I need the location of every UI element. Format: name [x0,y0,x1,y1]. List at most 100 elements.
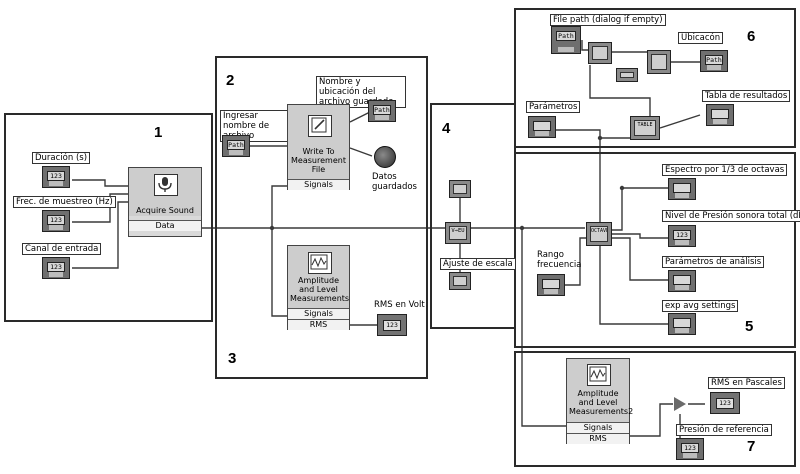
label-rms-pascales: RMS en Pascales [708,377,785,389]
numeric-display: 123 [681,443,699,453]
wire-to-amp [271,228,287,317]
cluster-display [542,279,560,289]
label-datos-guardados: Datos guardados [372,172,417,192]
wire-write-to-led [349,147,373,157]
terminal-footer [49,272,63,277]
terminal-footer [49,225,63,230]
wire-filepath [581,40,588,51]
ubicacion-indicator[interactable]: Path [700,50,728,72]
section-number-3: 3 [228,350,237,367]
section-number-6: 6 [747,28,756,45]
terminal-footer [675,285,689,290]
acquire-port-data[interactable]: Data [129,220,201,231]
terminal-footer [707,65,721,70]
wire-write-to-indicator [349,111,371,123]
wire-tabla [659,114,701,129]
nivel-indicator[interactable]: 123 [668,225,696,247]
table-display [711,109,729,119]
duracion-control[interactable]: 123 [42,166,70,188]
wire-duracion [72,179,130,187]
section-number-2: 2 [226,72,235,89]
v-eu-label: V→EU [449,226,467,240]
rms-pascales-indicator[interactable]: 123 [710,392,740,414]
label-ajuste-escala: Ajuste de escala [440,258,516,270]
wire-espectro [610,187,668,231]
amplitude2-title: Amplitude and Level Measurements2 [569,389,634,416]
numeric-display: 123 [383,320,401,331]
section-7 [514,351,796,467]
amplitude-measurements2-vi[interactable]: Amplitude and Level Measurements2 Signal… [566,358,634,444]
scale-input-node[interactable] [449,180,471,198]
ajuste-escala-control[interactable] [449,272,471,290]
parametros-analisis-indicator[interactable] [668,270,696,292]
amp2-port-signals[interactable]: Signals [567,422,629,433]
amp-port-rms[interactable]: RMS [288,319,349,330]
acquire-sound-title: Acquire Sound [136,206,194,215]
espectro-graph[interactable] [668,178,696,200]
label-parametros: Parámetros [526,101,581,113]
divide-operator-icon[interactable] [674,397,686,411]
ingresar-path-control[interactable]: Path [222,135,250,157]
table-node[interactable]: TABLE [630,116,660,140]
octave-analysis-vi[interactable]: OCTAVE [586,222,612,246]
write-table-node[interactable] [647,50,671,74]
terminal-footer [675,193,689,198]
wire-junction [597,135,603,141]
terminal-footer [375,115,389,120]
rango-frecuencia-control[interactable] [537,274,565,296]
parametros-control[interactable] [528,116,556,138]
microphone-icon [154,174,178,196]
numeric-display: 123 [47,215,65,225]
frec-control[interactable]: 123 [42,210,70,232]
tabla-resultados-indicator[interactable] [706,104,734,126]
file-path-control[interactable]: Path [551,26,581,54]
amplitude-measurements-vi[interactable]: Amplitude and Level Measurements Signals… [287,245,350,330]
section-6 [514,8,796,148]
nombre-ubicacion-indicator[interactable]: Path [368,100,396,122]
terminal-footer [535,131,549,136]
presion-referencia-control[interactable]: 123 [676,438,704,460]
table-label: TABLE [634,120,656,136]
wire-nivel [610,233,668,239]
terminal-footer [229,150,243,155]
label-frec: Frec. de muestreo (Hz) [13,196,116,208]
label-parametros-analisis: Parámetros de análisis [662,256,765,268]
scale-icon [453,184,467,194]
path-display: Path [556,31,576,41]
section-number-1: 1 [154,124,163,141]
label-rango-frecuencia: Rango frecuencia [537,250,582,270]
canal-control[interactable]: 123 [42,257,70,279]
terminal-footer [675,328,689,333]
exp-avg-indicator[interactable] [668,313,696,335]
v-eu-converter[interactable]: V→EU [445,222,471,244]
write-port-signals[interactable]: Signals [288,179,349,190]
section-5 [514,152,796,348]
wire-fp-down [589,65,651,116]
label-duracion: Duración (s) [32,152,91,164]
write-title: Write To Measurement File [291,147,346,174]
wire-frec [72,193,130,223]
wire-rango [565,237,588,286]
numeric-display: 123 [673,230,691,240]
write-measurement-vi[interactable]: Write To Measurement File Signals [287,104,350,190]
label-file-path: File path (dialog if empty) [550,14,666,26]
wire-param5 [610,237,668,281]
amp2-port-rms[interactable]: RMS [567,433,629,444]
rms-volt-indicator[interactable]: 123 [377,314,407,336]
path-display: Path [705,55,723,65]
build-path-node[interactable] [588,42,612,64]
label-canal: Canal de entrada [22,243,102,255]
cluster-display [533,121,551,131]
table-write-icon [651,54,667,70]
format-node[interactable] [616,68,638,82]
wire-junction [519,225,525,231]
wire-expavg [599,244,668,325]
numeric-display: 123 [47,262,65,272]
terminal-footer [49,181,63,186]
write-file-icon [307,115,332,137]
acquire-sound-vi[interactable]: Acquire Sound Data [128,167,202,237]
path-display: Path [227,140,245,150]
datos-guardados-led[interactable] [374,146,396,168]
octave-label: OCTAVE [590,226,608,242]
amp-port-signals[interactable]: Signals [288,308,349,319]
